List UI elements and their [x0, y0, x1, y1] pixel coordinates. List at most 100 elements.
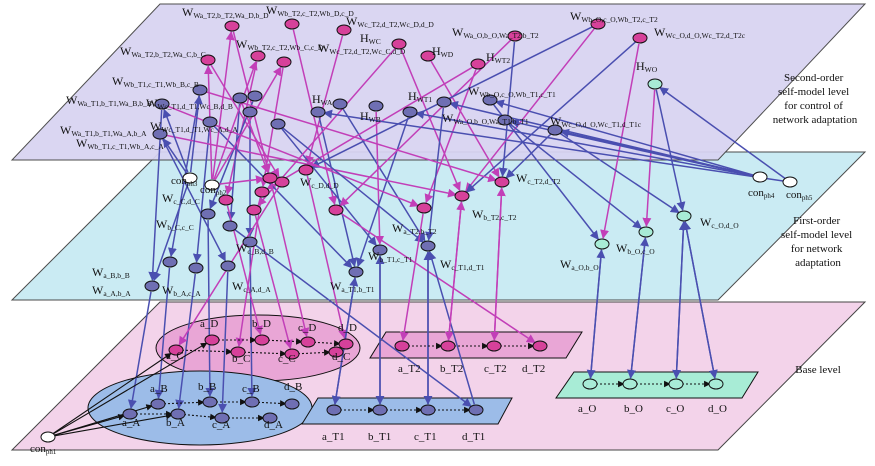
state-node-s8: [420, 50, 436, 62]
link-bD2-to-bD3: [267, 338, 303, 345]
so-label-10: WWa_O,b_O,Wa_T2,b_T2: [452, 25, 539, 40]
base-label-a-B: a_B: [150, 383, 168, 395]
state-node-s18: [242, 106, 258, 118]
state-node-bA3: [214, 412, 230, 424]
base-label-d-T1: d_T1: [462, 431, 485, 443]
link-s20-to-f12: [282, 127, 425, 243]
link-bC3-to-bC4: [297, 349, 331, 356]
state-node-s14: [192, 84, 208, 96]
state-node-f4: [416, 202, 432, 214]
base-label-a-D: a_D: [200, 318, 218, 330]
state-node-s13: [647, 78, 663, 90]
state-node-t14: [468, 404, 484, 416]
state-node-c2: [204, 179, 220, 191]
fo-label-17: Wa_O,b_O: [560, 257, 599, 272]
state-node-bA1: [122, 408, 138, 420]
state-node-f11: [242, 236, 258, 248]
so-label-1: WWa_T2,b_T2,Wa_D,b_D: [182, 5, 269, 20]
link-bB3-to-bB4: [257, 400, 287, 407]
so-label-11: WWb_O,c_O,Wb_T2,c_T2: [570, 9, 658, 24]
fo-label-4: Wa_T2,b_T2: [392, 221, 437, 236]
link-o3-to-f19: [675, 221, 688, 379]
link-c2-to-s1: [212, 31, 235, 180]
base-label-b-A: b_A: [166, 417, 185, 429]
fo-label-15: Wc_O,d_O: [700, 215, 739, 230]
state-node-s23: [368, 100, 384, 112]
link-c4-to-s28: [559, 128, 755, 177]
state-node-s28: [547, 124, 563, 136]
link-bD3-to-bD4: [313, 340, 341, 347]
link-t22-to-f3: [447, 201, 466, 341]
link-s10-to-f2: [498, 41, 516, 177]
link-o1-to-f21: [589, 249, 606, 379]
state-node-bD2: [254, 334, 270, 346]
base-label-b-D: b_D: [252, 318, 271, 330]
link-bC2-to-bC3: [243, 350, 287, 357]
base-label-d-D: d_D: [338, 322, 357, 334]
base-label-b-O: b_O: [624, 403, 643, 415]
so-label-8: HWD: [432, 44, 454, 59]
state-node-o1: [582, 378, 598, 390]
state-node-f19: [676, 210, 692, 222]
state-node-s16: [154, 98, 170, 110]
link-f1-to-bD4: [306, 175, 348, 340]
link-s7-to-f3: [400, 49, 461, 192]
state-node-bC3: [284, 348, 300, 360]
fo-label-3: Wb_T2,c_T2: [472, 207, 517, 222]
state-node-f6: [254, 186, 270, 198]
state-node-f12: [420, 240, 436, 252]
state-node-s29: [247, 90, 263, 102]
base-label-a-O: a_O: [578, 403, 596, 415]
base-label-c-O: c_O: [666, 403, 684, 415]
base-label-a-C: a_C: [166, 350, 184, 362]
state-node-f14: [348, 266, 364, 278]
link-s8-to-f2: [430, 60, 500, 178]
base-label-b-T2: b_T2: [440, 363, 463, 375]
link-s11-to-f1: [310, 26, 593, 168]
state-node-o4: [708, 378, 724, 390]
base-label-b-C: b_C: [232, 353, 250, 365]
state-node-bD3: [300, 336, 316, 348]
state-node-c1: [40, 431, 56, 443]
so-label-4: WWa_T2,b_T2,Wa_C,b_C: [120, 44, 206, 59]
link-c4-to-s24: [415, 110, 755, 177]
second-order-level-label: Second-order self-model level for contro…: [773, 72, 858, 126]
so-label-19: WWc_T1,d_T1,Wc_A,d_A: [150, 119, 238, 134]
link-s13-to-f19: [655, 89, 686, 212]
state-node-o3: [668, 378, 684, 390]
link-f22-to-bD3: [270, 183, 310, 338]
base-label-d-C: d_C: [332, 351, 350, 363]
base-label-d-A: d_A: [264, 419, 283, 431]
link-s17-to-f16: [192, 127, 211, 263]
state-nodes: [40, 18, 798, 443]
base-label-b-B: b_B: [198, 381, 216, 393]
fo-label-14: Wa_B,b_B: [92, 265, 130, 280]
state-node-f9: [200, 208, 216, 220]
link-s19-to-f3: [165, 134, 458, 198]
base-group-o-box: [555, 371, 759, 399]
so-label-7: HWC: [360, 31, 381, 46]
base-label-a-T1: a_T1: [322, 431, 345, 443]
so-label-15: WWa_T1,b_T1,Wa_B,b_B: [66, 93, 152, 108]
link-f17-to-bA1: [127, 291, 152, 409]
link-o2-to-f20: [629, 237, 649, 379]
connection-links: [52, 26, 786, 437]
link-s27-to-f20: [509, 123, 643, 229]
state-node-s26: [482, 94, 498, 106]
state-node-f13: [372, 244, 388, 256]
link-c3-to-s19: [162, 138, 188, 174]
fo-label-9: Wb_T1,c_T1: [368, 249, 413, 264]
fo-label-8: Wc_T1,d_T1: [440, 257, 485, 272]
base-label-c-B: c_B: [242, 383, 260, 395]
state-node-f16: [188, 262, 204, 274]
link-f9-to-bB2: [205, 219, 215, 397]
link-c2-to-s6: [214, 66, 282, 181]
state-node-s15: [232, 92, 248, 104]
link-s11-to-f3: [465, 28, 595, 192]
base-label-b-T1: b_T1: [368, 431, 391, 443]
state-node-f22: [262, 172, 278, 184]
so-label-9: HWT2: [486, 50, 510, 65]
state-node-bD1: [204, 334, 220, 346]
state-node-bB2: [202, 396, 218, 408]
